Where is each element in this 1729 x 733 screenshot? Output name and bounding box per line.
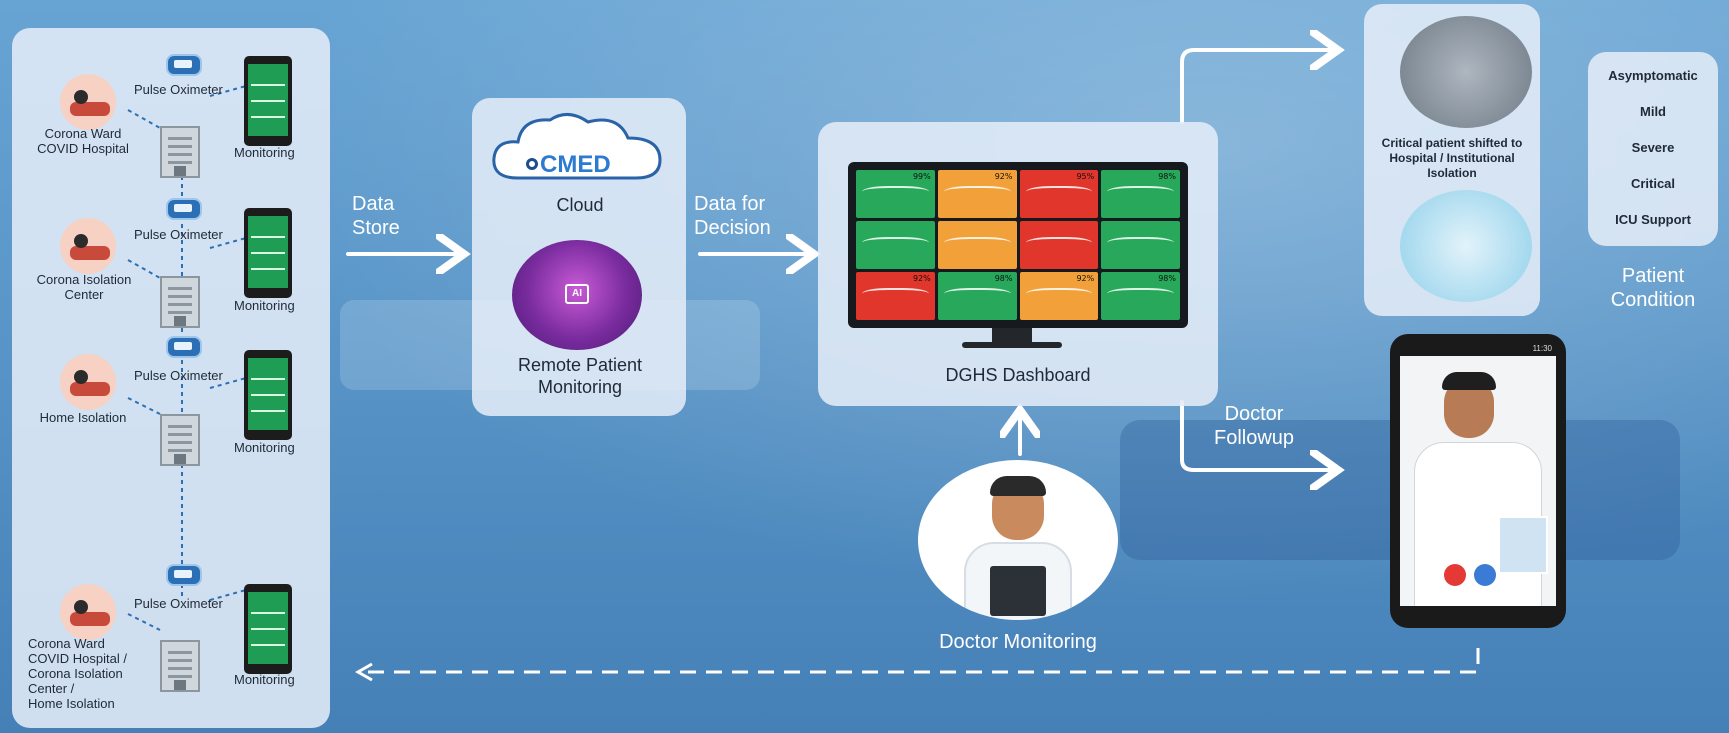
dashboard-monitor: 99% 92% 95% 98% 92% 98% 92% 98% [848,162,1188,328]
monitoring-phone-icon [244,584,292,674]
monitoring-label: Monitoring [234,672,295,687]
vitals-tile: 98% [937,272,1017,320]
data-store-label: Data Store [352,193,400,239]
dashboard-label: DGHS Dashboard [945,365,1091,385]
condition-item: ICU Support [1615,212,1691,227]
waveform-icon [862,237,929,251]
critical-shift-label: Critical patient shifted to Hospital / I… [1381,136,1523,180]
waveform-icon [1025,237,1093,251]
waveform-icon [1025,186,1093,200]
location-label: Home Isolation [39,410,127,425]
monitoring-phone-icon [244,56,292,146]
condition-item: Severe [1631,140,1675,155]
cloud-label: Cloud [556,195,604,215]
pulse-oximeter-icon [166,198,202,220]
vitals-tile: 92% [856,272,935,320]
waveform-icon [943,288,1011,302]
waveform-icon [862,186,929,200]
vitals-tile: 92% [1019,272,1099,320]
building-icon [160,126,200,178]
waveform-icon [943,237,1011,251]
location-label: Corona Ward COVID Hospital / Corona Isol… [28,636,127,711]
spo2-value: 98% [994,274,1013,283]
doctor-followup-label: Doctor Followup [1214,403,1295,449]
pulse-oximeter-label: Pulse Oximeter [134,227,223,242]
monitoring-phone-icon [244,208,292,298]
patient-condition-title: Patient Condition [1610,265,1696,311]
condition-item: Critical [1630,176,1676,191]
patient-avatar-icon [60,74,116,130]
building-icon [160,276,200,328]
vitals-tile [1101,221,1180,269]
monitoring-label: Monitoring [234,298,295,313]
vitals-tile: 98% [1101,170,1180,218]
monitor-base [962,342,1062,348]
location-label: Corona Ward COVID Hospital [37,126,129,156]
spo2-value: 92% [912,274,931,283]
pulse-oximeter-icon [166,54,202,76]
monitor-stand [992,328,1032,342]
stethoscope-icon [526,158,538,170]
chat-icon[interactable] [1474,564,1496,586]
vitals-tile [1019,221,1099,269]
monitoring-label: Monitoring [234,145,295,160]
ai-brain-icon [512,240,642,350]
patient-condition-panel: Asymptomatic Mild Severe Critical ICU Su… [1588,52,1718,246]
vitals-tile: 95% [1019,170,1099,218]
monitoring-label: Monitoring [234,440,295,455]
patient-avatar-icon [60,584,116,640]
isolation-bed-illustration [1400,190,1532,302]
pulse-oximeter-label: Pulse Oximeter [134,82,223,97]
vitals-tile: 92% [937,170,1017,218]
critical-shift-arrow [1180,50,1334,124]
doctor-monitoring-label: Doctor Monitoring [939,631,1097,653]
ai-chip-icon: AI [565,284,589,304]
waveform-icon [1025,288,1093,302]
vitals-grid: 99% 92% 95% 98% 92% 98% 92% 98% [856,170,1180,320]
condition-item: Mild [1640,104,1666,119]
rpm-label: Remote Patient Monitoring [517,355,643,397]
waveform-icon [862,288,929,302]
patient-avatar-icon [60,354,116,410]
vitals-tile [937,221,1017,269]
location-label: Corona Isolation Center [36,272,132,302]
end-call-icon[interactable] [1444,564,1466,586]
caller-thumbnail [1498,516,1548,574]
pulse-oximeter-label: Pulse Oximeter [134,368,223,383]
building-icon [160,414,200,466]
vitals-tile: 99% [856,170,935,218]
spo2-value: 98% [1158,172,1176,181]
pulse-oximeter-icon [166,564,202,586]
waveform-icon [1107,186,1174,200]
spo2-value: 99% [912,172,931,181]
waveform-icon [943,186,1011,200]
pulse-oximeter-icon [166,336,202,358]
smartphone: 11:30 [1390,334,1566,628]
vitals-tile [856,221,935,269]
video-call-screen [1400,356,1556,606]
condition-item: Asymptomatic [1608,68,1698,83]
spo2-value: 92% [994,172,1013,181]
cmed-logo-text: CMED [540,151,611,178]
data-for-decision-label: Data for Decision [694,193,771,239]
spo2-value: 92% [1076,274,1095,283]
hospital-bed-illustration [1400,16,1532,128]
vitals-tile: 98% [1101,272,1180,320]
waveform-icon [1107,237,1174,251]
phone-status-time: 11:30 [1532,344,1552,353]
doctor-avatar [918,460,1118,620]
spo2-value: 98% [1158,274,1176,283]
building-icon [160,640,200,692]
spo2-value: 95% [1076,172,1095,181]
patient-avatar-icon [60,218,116,274]
monitoring-phone-icon [244,350,292,440]
waveform-icon [1107,288,1174,302]
pulse-oximeter-label: Pulse Oximeter [134,596,223,611]
